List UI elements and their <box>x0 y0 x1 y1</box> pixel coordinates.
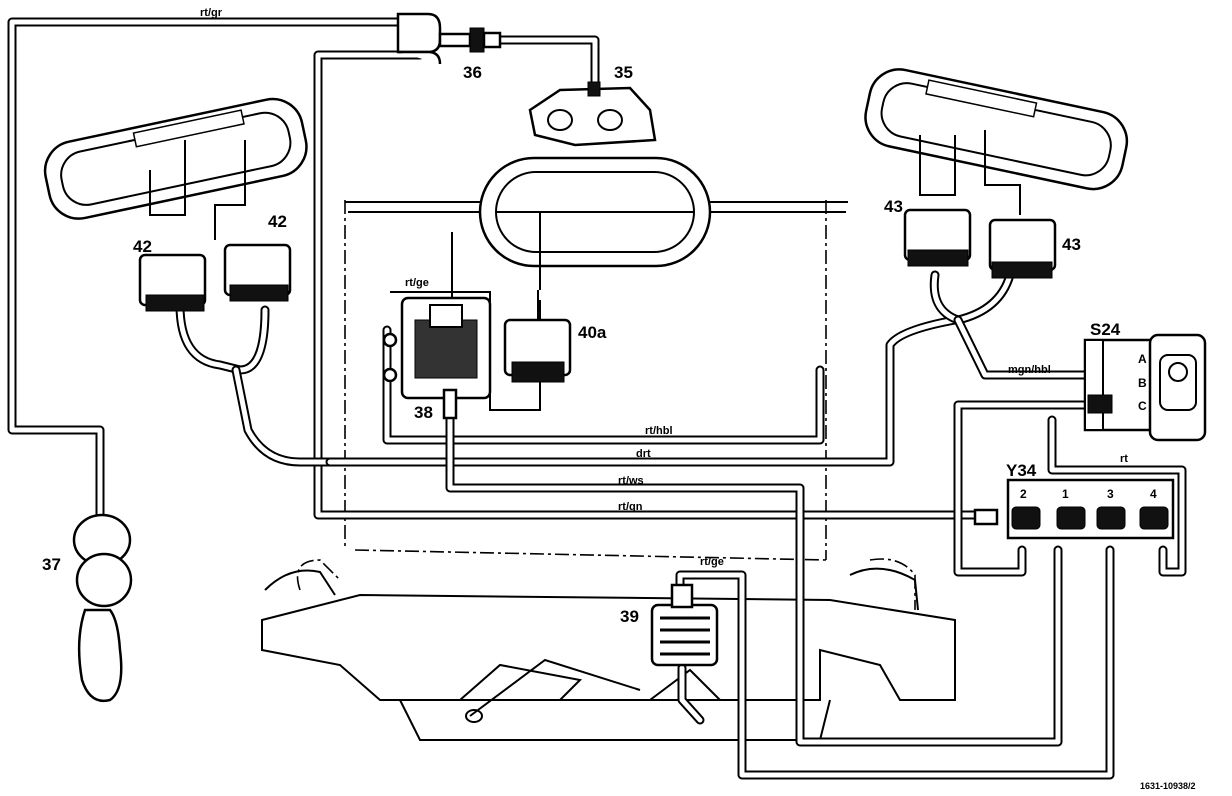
label-rt-gr: rt/gr <box>200 7 223 19</box>
valve-port-2: 2 <box>1020 487 1027 501</box>
label-39: 39 <box>620 607 639 626</box>
label-42-right: 42 <box>268 212 287 231</box>
label-38: 38 <box>414 403 433 422</box>
element-40a <box>503 290 572 383</box>
valve-port-1: 1 <box>1062 487 1069 501</box>
left-cushion <box>43 97 308 220</box>
label-40a: 40a <box>578 323 607 342</box>
center-cushion <box>345 156 848 290</box>
valve-port-4: 4 <box>1150 487 1157 501</box>
label-rt-gn: rt/gn <box>618 501 643 513</box>
label-42-left: 42 <box>133 237 152 256</box>
label-rt-ge-38: rt/ge <box>405 277 429 289</box>
label-43-top: 43 <box>884 197 903 216</box>
check-valve <box>396 12 502 65</box>
right-cushion <box>864 68 1129 191</box>
left-elements <box>138 140 292 312</box>
valve-port-3: 3 <box>1107 487 1114 501</box>
fitting-plate <box>528 81 657 147</box>
solenoid-y34 <box>973 478 1175 540</box>
label-mgn-hbl: mgn/hbl <box>1008 364 1051 376</box>
label-y34: Y34 <box>1006 461 1037 480</box>
label-36: 36 <box>463 63 482 82</box>
element-39 <box>650 583 719 667</box>
seat-frame <box>261 567 956 741</box>
switch-s24 <box>1083 333 1207 442</box>
vacuum-reservoir <box>72 513 133 703</box>
label-drt: drt <box>636 448 651 460</box>
port-b: B <box>1138 376 1147 390</box>
label-rt-ge-39: rt/ge <box>700 556 724 568</box>
label-35: 35 <box>614 63 633 82</box>
port-a: A <box>1138 352 1147 366</box>
port-c: C <box>1138 399 1147 413</box>
reference-code: 1631-10938/2 <box>1140 781 1196 791</box>
right-elements <box>903 130 1057 279</box>
vacuum-lines <box>7 17 1187 780</box>
label-43-bottom: 43 <box>1062 235 1081 254</box>
label-rt-hbl: rt/hbl <box>645 425 673 437</box>
label-rt-ws: rt/ws <box>618 475 644 487</box>
label-37: 37 <box>42 555 61 574</box>
label-s24: S24 <box>1090 320 1121 339</box>
label-rt: rt <box>1120 453 1128 465</box>
